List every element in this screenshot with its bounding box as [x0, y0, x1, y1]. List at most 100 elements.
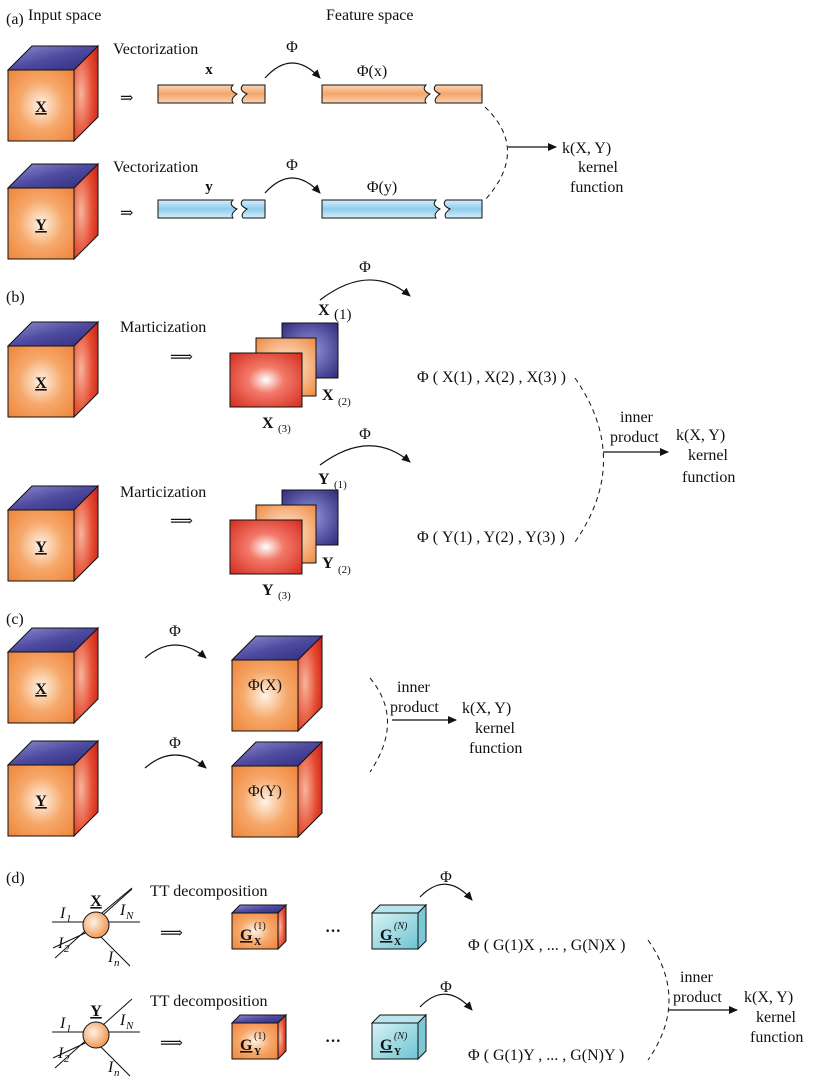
kernel-expr-a: k(X, Y)	[562, 140, 611, 157]
core-last-x-sub: X	[394, 937, 402, 948]
inner-word-c: inner	[397, 679, 431, 696]
tensor-cy-label: Y	[35, 793, 47, 810]
bracket-a	[484, 106, 508, 201]
feature-cube-cy: Φ(Y)	[230, 740, 324, 839]
index-iN-y-sub: N	[125, 1020, 134, 1032]
phi-label-bx: Φ	[359, 259, 371, 276]
core-last-y: G (N) Y	[370, 1013, 428, 1061]
bracket-c	[369, 677, 388, 773]
kernel-word-c: kernel	[475, 720, 516, 737]
vectorization-label-y: Vectorization	[113, 159, 198, 176]
function-word-d: function	[750, 1029, 803, 1046]
phi-label-cy: Φ	[169, 735, 181, 752]
core-first-y-g: G	[240, 1037, 253, 1054]
unfold-y3: Y	[262, 582, 274, 599]
unfold-x1: X	[318, 302, 330, 319]
tensor-y-label: Y	[35, 217, 47, 234]
panel-b: (b) X Marticization ⟹ X (1) X (2) X (3) …	[6, 259, 735, 602]
core-first-y-sup: (1)	[254, 1031, 266, 1042]
index-i2-y: I	[57, 1045, 64, 1062]
index-i1-y-sub: 1	[66, 1023, 72, 1035]
function-word-c: function	[469, 740, 522, 757]
inner-word-b: inner	[620, 409, 654, 426]
kernel-expr-c: k(X, Y)	[462, 700, 511, 717]
core-last-x: G (N) X	[370, 903, 428, 951]
vector-y-label: y	[205, 179, 213, 195]
phi-x-unfoldings: Φ ( X(1) , X(2) , X(3) )	[417, 369, 566, 386]
phi-y-cores: Φ ( G(1)Y , ... , G(N)Y )	[468, 1047, 624, 1064]
kernel-word-b: kernel	[688, 447, 729, 464]
unfold-y3-sub: (3)	[278, 590, 291, 602]
phi-x-label: Φ(x)	[357, 63, 387, 80]
unfold-x2: X	[322, 387, 334, 404]
input-space-header: Input space	[28, 7, 101, 24]
panel-a-label: (a)	[6, 11, 24, 28]
bracket-d	[647, 939, 670, 1061]
panel-a: (a) Input space Feature space X ⇒ Vector…	[6, 7, 623, 261]
core-first-y-sub: Y	[254, 1047, 262, 1058]
phi-arrow-cx	[144, 644, 207, 659]
phi-label-by: Φ	[359, 426, 371, 443]
tensor-cube-cy: Y	[6, 739, 100, 838]
implies-arrow-dx: ⟹	[160, 925, 183, 942]
phi-arrow-cy	[144, 754, 207, 769]
implies-arrow: ⇒	[120, 90, 133, 107]
panel-c-label: (c)	[6, 611, 24, 628]
core-first-x-sub: X	[254, 937, 262, 948]
core-last-x-sup: (N)	[394, 921, 408, 932]
function-word-a: function	[570, 179, 623, 196]
core-last-x-g: G	[380, 927, 393, 944]
core-last-y-sup: (N)	[394, 1031, 408, 1042]
phi-arrow-y	[264, 177, 321, 194]
core-first-x: G (1) X	[230, 903, 288, 951]
feature-space-header: Feature space	[326, 7, 414, 24]
bracket-b	[574, 377, 604, 543]
unfold-y2-sub: (2)	[338, 564, 351, 576]
unfold-y1: Y	[318, 471, 330, 488]
index-i2-x: I	[57, 935, 64, 952]
phi-x-cores: Φ ( G(1)X , ... , G(N)X )	[468, 937, 625, 954]
tensor-bx-label: X	[35, 375, 47, 392]
tensor-by-label: Y	[35, 539, 47, 556]
phi-ty-label: Φ(Y)	[248, 783, 282, 800]
panel-d-label: (d)	[6, 870, 25, 887]
panel-b-label: (b)	[6, 289, 25, 306]
index-in-x-sub: n	[114, 957, 120, 969]
feature-x-bar	[321, 84, 483, 104]
marticization-label-x: Marticization	[120, 319, 206, 336]
tensor-cube-x: X	[6, 44, 100, 143]
index-i1-x-sub: 1	[66, 913, 72, 925]
kernel-expr-d: k(X, Y)	[744, 989, 793, 1006]
unfold-y1-sub: (1)	[334, 479, 347, 491]
product-word-b: product	[610, 429, 659, 446]
unfold-x3-sub: (3)	[278, 423, 291, 435]
matrix-stack-y	[229, 489, 339, 575]
feature-y-bar	[321, 199, 483, 219]
kernel-word-d: kernel	[756, 1009, 797, 1026]
index-iN-x: I	[119, 902, 126, 919]
unfold-x1-sub: (1)	[334, 307, 352, 323]
phi-label-cx: Φ	[169, 623, 181, 640]
index-i1-y: I	[59, 1015, 66, 1032]
core-first-y: G (1) Y	[230, 1013, 288, 1061]
product-word-d: product	[673, 989, 722, 1006]
index-in-y: I	[107, 1059, 114, 1076]
core-dots-x: ···	[325, 923, 341, 940]
phi-tx-label: Φ(X)	[248, 677, 282, 694]
marticization-label-y: Marticization	[120, 484, 206, 501]
index-i2-x-sub: 2	[64, 943, 70, 955]
implies-arrow-y: ⇒	[120, 205, 133, 222]
phi-arrow-bx	[319, 279, 411, 301]
feature-cube-cx: Φ(X)	[230, 634, 324, 733]
phi-y-label: Φ(y)	[367, 179, 397, 196]
unfold-x3: X	[262, 415, 274, 432]
core-last-y-g: G	[380, 1037, 393, 1054]
unfold-x2-sub: (2)	[338, 396, 351, 408]
tensor-cube-y: Y	[6, 162, 100, 261]
product-word-c: product	[390, 699, 439, 716]
matrix-stack-x	[229, 322, 339, 408]
node-y-label: Y	[90, 1003, 102, 1020]
phi-arrow-x	[264, 62, 321, 79]
core-dots-y: ···	[325, 1033, 341, 1050]
kernel-expr-b: k(X, Y)	[676, 427, 725, 444]
